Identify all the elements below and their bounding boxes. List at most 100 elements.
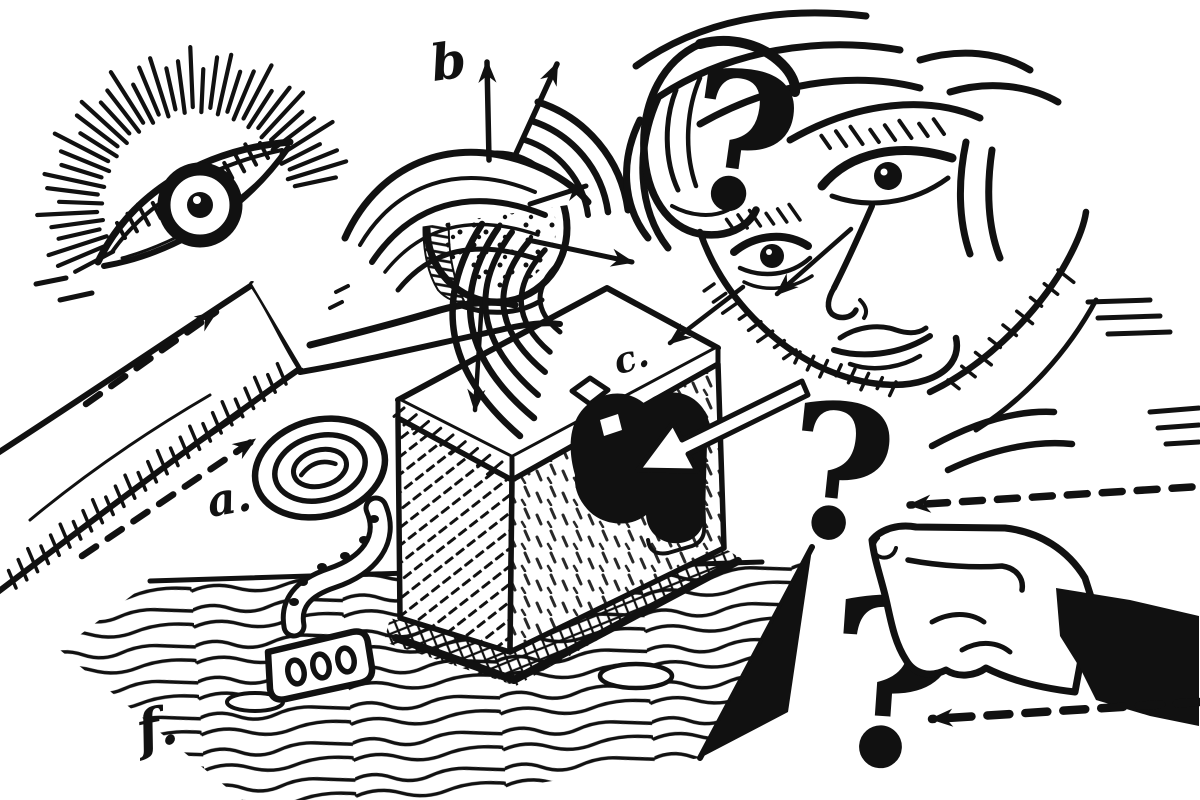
box-shadow (384, 548, 742, 686)
hatch-tick (973, 350, 994, 367)
hatch-tick (819, 133, 832, 150)
hatch-tick (1056, 268, 1076, 285)
hatch-tick (746, 319, 763, 333)
hatch-tick (818, 358, 830, 379)
curled-finger (959, 641, 1013, 655)
ray-line (215, 52, 234, 117)
arm-motion-dashed-arrows (33, 275, 258, 560)
hatch-tick (875, 375, 885, 391)
hatch-tick (960, 364, 977, 379)
hatch-tick (275, 361, 288, 386)
hatch-tick (987, 337, 1003, 350)
finger-line (358, 176, 537, 247)
hatch-tick (793, 350, 802, 365)
hatch-tick (48, 533, 61, 558)
tape-band (285, 500, 388, 634)
label-a: a. (203, 470, 255, 528)
ray-line (246, 88, 274, 130)
dashed-arrow (906, 483, 1196, 513)
ray-line (42, 171, 107, 190)
ray-line (292, 175, 338, 189)
hatch-tick (123, 473, 137, 500)
arrow-right (527, 183, 589, 207)
ray-line (241, 63, 274, 121)
dashed-arrow (78, 436, 258, 560)
nostril (858, 298, 869, 320)
ray-line (79, 99, 129, 146)
box-lid-hole (569, 375, 611, 407)
ray-line (73, 249, 116, 274)
hatch-tick (1028, 295, 1044, 308)
hatch-tick (787, 202, 802, 222)
index-finger-line (905, 557, 1026, 593)
ray-line (49, 217, 106, 230)
dashed-arrow (82, 308, 220, 408)
ray-line (285, 159, 349, 182)
hatch-tick (887, 380, 898, 398)
hatch-tick (90, 497, 105, 525)
ray-line (105, 88, 142, 134)
label-b: b (427, 30, 470, 93)
tape-end-holes (285, 645, 357, 687)
ray-line (74, 113, 120, 149)
hatch-tick (58, 522, 72, 549)
ray-line (98, 100, 132, 136)
sleeve (1056, 588, 1199, 726)
nose-tip (825, 285, 859, 321)
ball-motion-arrows (467, 59, 635, 413)
brow-ticks (724, 202, 802, 232)
hatch-tick (834, 363, 843, 378)
arrow-down-right (525, 237, 635, 267)
tape-band-holes (289, 515, 379, 606)
hatch-tick (233, 397, 245, 419)
hatch-tick (772, 338, 787, 350)
ray-line (52, 131, 111, 164)
hatch-tick (429, 426, 443, 439)
ray-line (148, 56, 171, 119)
hatch-tick (1001, 323, 1019, 338)
hatch-tick (848, 124, 865, 146)
ray-line (269, 109, 305, 142)
hatch-tick (931, 117, 946, 136)
ray-line (188, 45, 195, 110)
hatch-tick (775, 207, 789, 224)
brow-ticks (819, 117, 946, 150)
hair-strokes (623, 9, 1062, 262)
upper-eye (817, 117, 957, 206)
hatch-tick (168, 446, 180, 468)
arm-upper-edge (0, 282, 255, 456)
curled-finger (929, 612, 987, 625)
ray-line (131, 82, 156, 125)
ripple-arc (534, 98, 632, 214)
hatch-tick (485, 460, 504, 476)
pointing-hand (868, 522, 1199, 726)
knuckle-marks (328, 284, 350, 310)
arm-wrinkle (58, 413, 242, 547)
arm-holding-ball (0, 232, 360, 597)
ray-line (58, 149, 112, 174)
table-corner-shadow (700, 549, 812, 758)
ripple-arc (522, 137, 591, 218)
query-dashed-arrows (906, 483, 1200, 727)
fingernail (871, 536, 898, 560)
hatch-tick (81, 508, 94, 533)
ray-line (46, 234, 109, 258)
ray-line (208, 55, 220, 110)
keyhole-notch (600, 414, 622, 436)
ray-line (256, 85, 292, 131)
wood-knot (597, 661, 675, 691)
hatch-tick (833, 129, 849, 148)
hatch-tick (882, 123, 898, 142)
hatch-tick (846, 367, 857, 385)
tape-measure (251, 415, 393, 703)
ray-line (164, 66, 178, 112)
motion-dashes (33, 275, 95, 303)
ray-line (137, 65, 161, 117)
hatch-tick (737, 310, 751, 321)
keyhole-plate-outline (646, 490, 707, 556)
hatch-tick (756, 329, 775, 344)
hatch-tick (439, 433, 455, 447)
neck-ticks (946, 268, 1076, 391)
